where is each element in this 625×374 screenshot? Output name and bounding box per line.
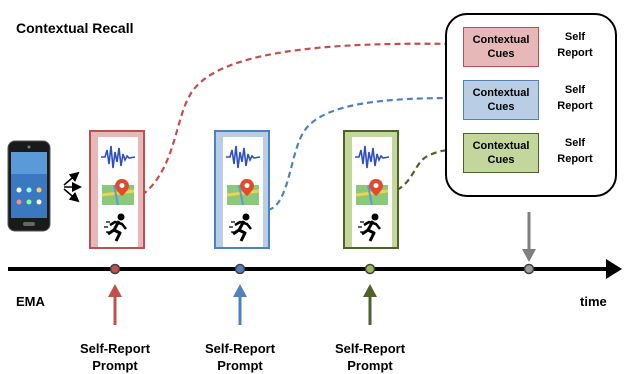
diagram-title: Contextual Recall bbox=[16, 20, 134, 36]
map-pin-icon bbox=[352, 172, 392, 212]
audio-waveform-icon bbox=[352, 137, 392, 177]
timeline-marker-gray bbox=[523, 263, 535, 275]
sensor-panel-red bbox=[89, 130, 145, 249]
timeline-arrowhead bbox=[606, 259, 622, 279]
connector-red bbox=[141, 39, 457, 196]
audio-waveform-icon bbox=[223, 137, 263, 177]
timeline-left-label: EMA bbox=[16, 294, 45, 309]
phone-arrow-down bbox=[63, 188, 80, 203]
map-pin-icon bbox=[98, 172, 138, 212]
running-person-icon bbox=[223, 207, 263, 247]
sensor-panel-blue bbox=[214, 130, 270, 249]
connector-blue bbox=[267, 93, 457, 212]
timeline-right-label: time bbox=[580, 294, 607, 309]
recall-arrowhead bbox=[522, 249, 536, 262]
timeline-marker-green bbox=[364, 263, 376, 275]
timeline-marker-red bbox=[109, 263, 121, 275]
audio-waveform-icon bbox=[98, 137, 138, 177]
phone-arrow-up bbox=[63, 171, 80, 186]
map-pin-icon bbox=[223, 172, 263, 212]
timeline-marker-blue bbox=[234, 263, 246, 275]
sensor-panel-green bbox=[343, 130, 399, 249]
running-person-icon bbox=[98, 207, 138, 247]
running-person-icon bbox=[352, 207, 392, 247]
smartphone-icon bbox=[7, 140, 51, 232]
